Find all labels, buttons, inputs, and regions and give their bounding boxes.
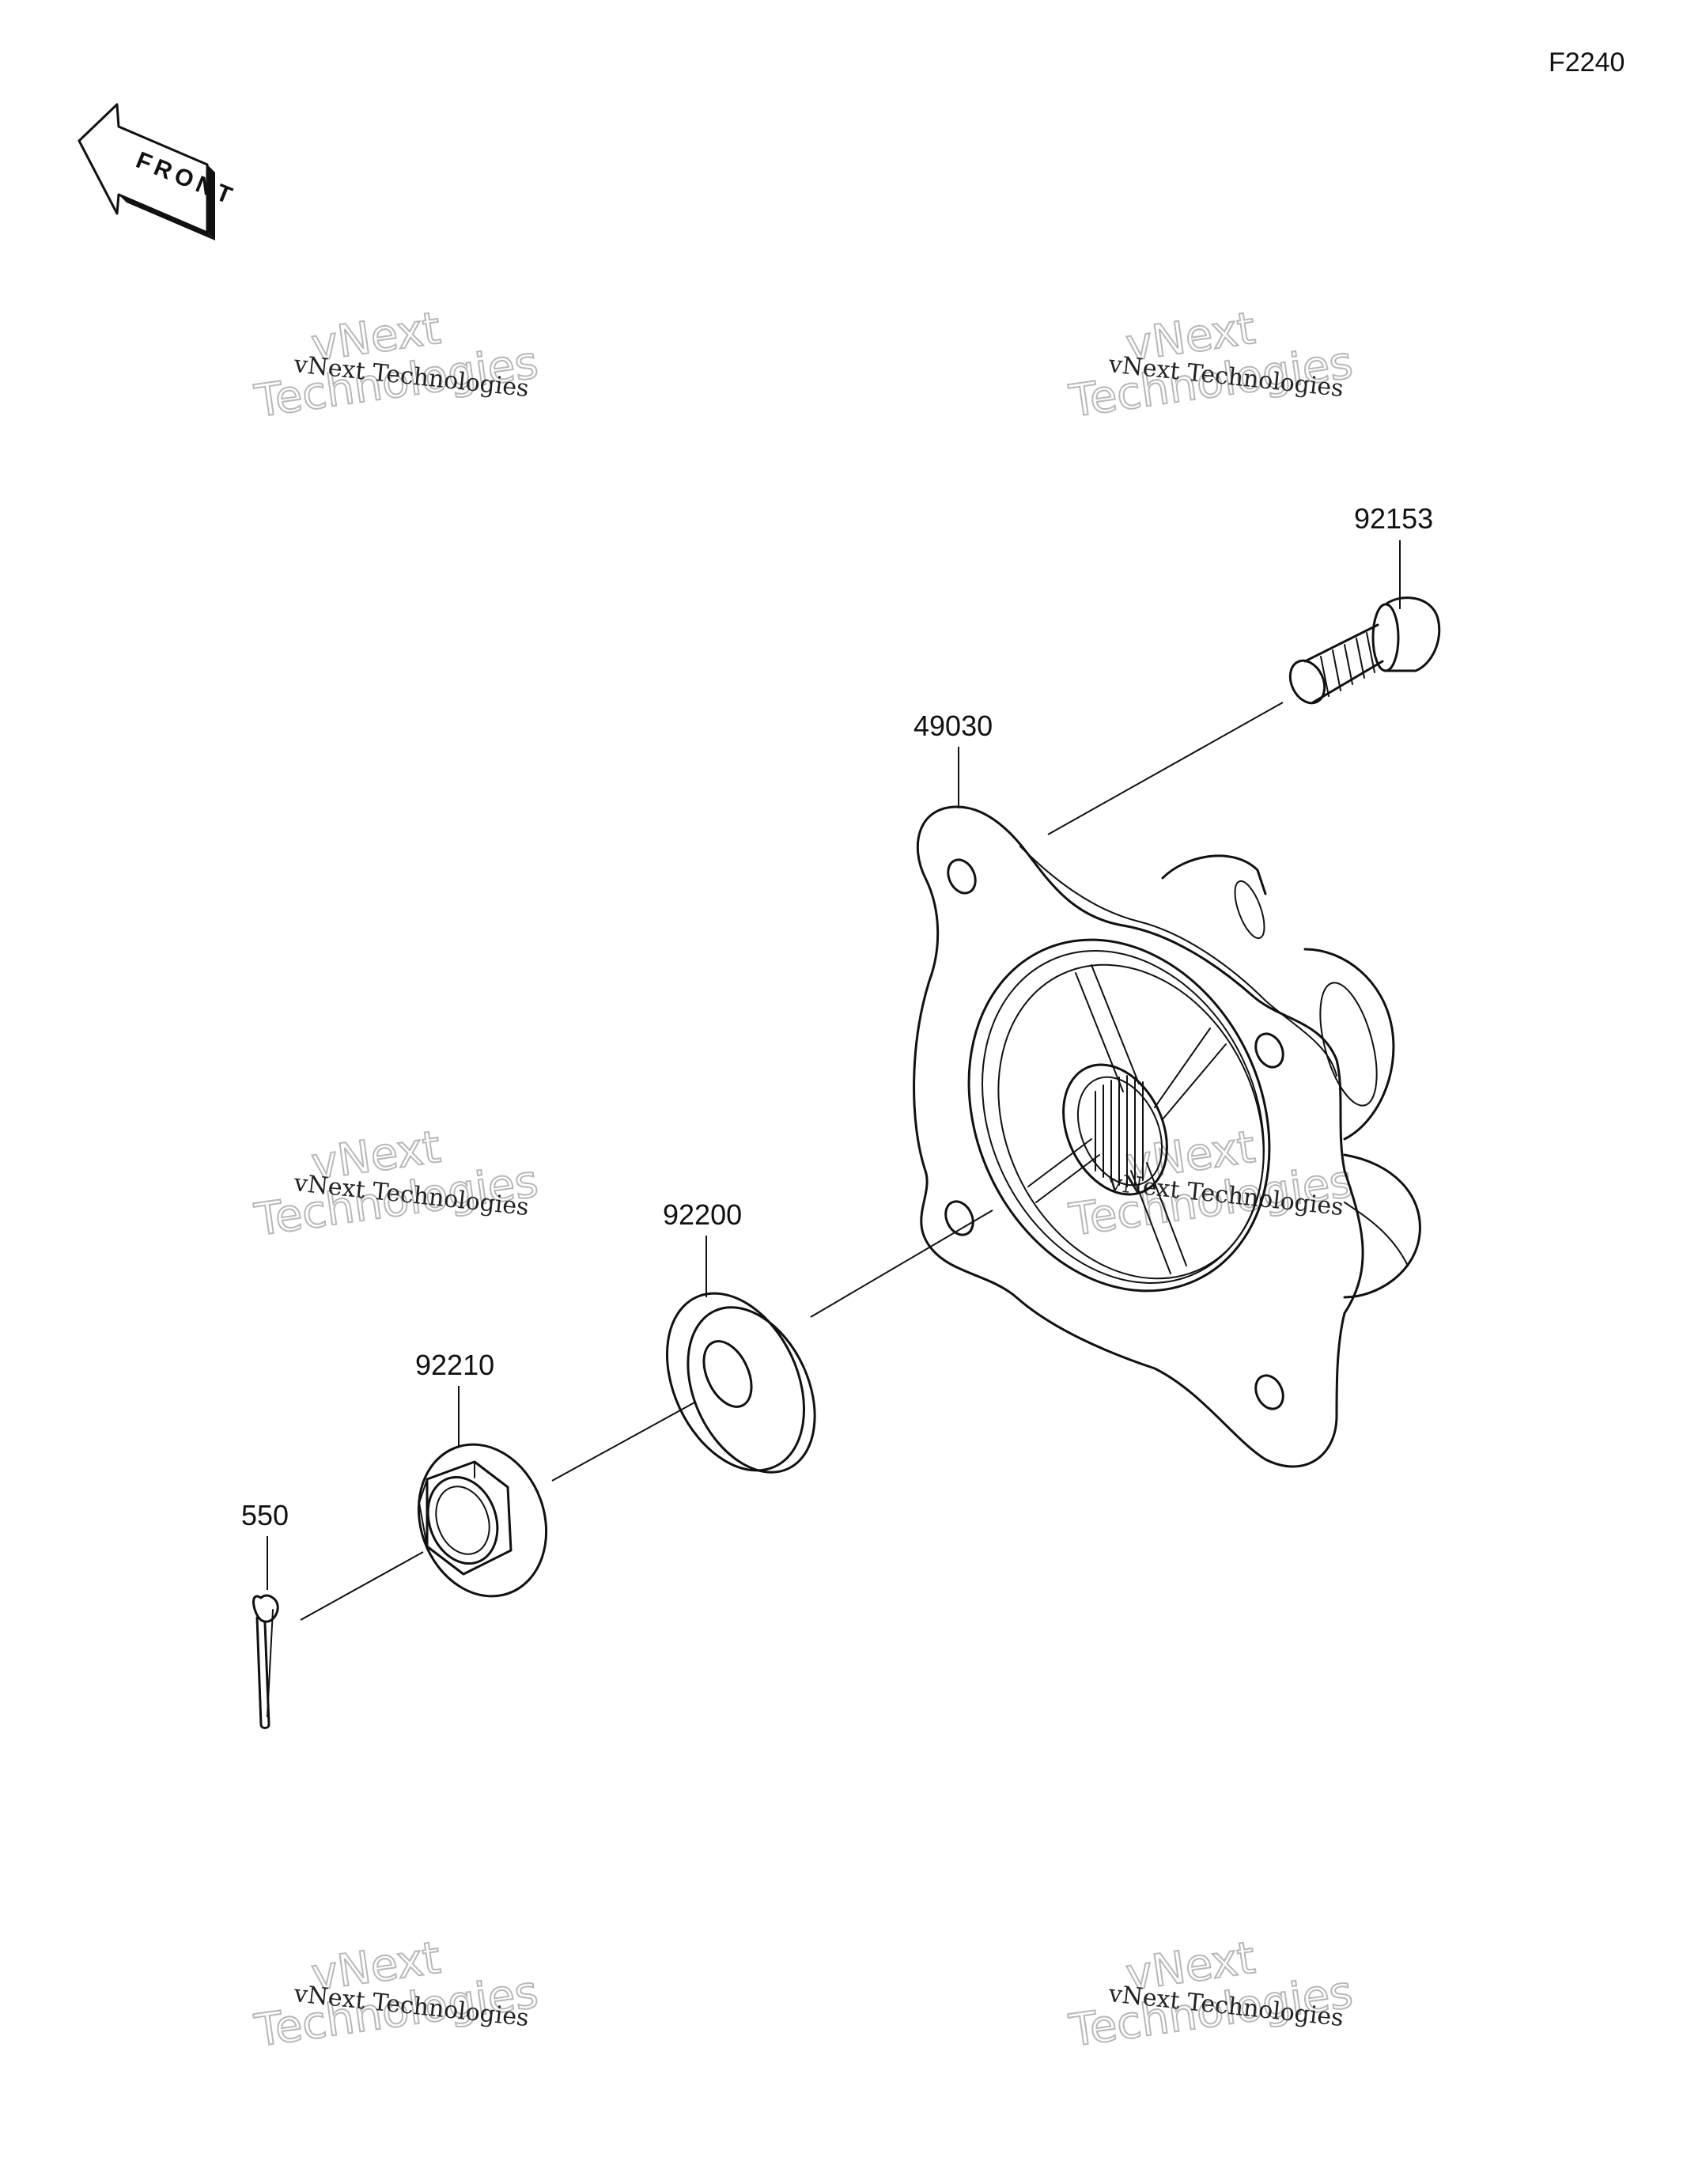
axis-washer-nut — [551, 1401, 697, 1482]
label-92153: 92153 — [1354, 502, 1433, 535]
axis-nut-pin — [300, 1551, 424, 1621]
label-92210: 92210 — [415, 1349, 494, 1381]
bolt-92153 — [1288, 596, 1441, 705]
nut-92210 — [417, 1443, 548, 1598]
axis-bolt-hub — [1047, 702, 1284, 835]
watermark-bottom-right: vNext Technologies vNext Technologies — [1065, 1932, 1356, 2058]
figure-code: F2240 — [1549, 47, 1625, 78]
axis-hub-washer — [810, 1209, 993, 1318]
hub-49030 — [913, 805, 1421, 1468]
washer-92200 — [665, 1292, 816, 1474]
watermark-top-left: vNext Technologies vNext Technologies — [251, 302, 542, 429]
front-arrow-icon: FRONT — [78, 103, 240, 240]
cotter-pin-550 — [252, 1594, 279, 1729]
label-92200: 92200 — [663, 1198, 742, 1231]
watermark-mid-left: vNext Technologies vNext Technologies — [251, 1121, 542, 1247]
label-550: 550 — [241, 1499, 289, 1531]
label-49030: 49030 — [913, 710, 993, 742]
watermark-top-right: vNext Technologies vNext Technologies — [1065, 302, 1356, 429]
watermark-bottom-left: vNext Technologies vNext Technologies — [251, 1932, 542, 2058]
